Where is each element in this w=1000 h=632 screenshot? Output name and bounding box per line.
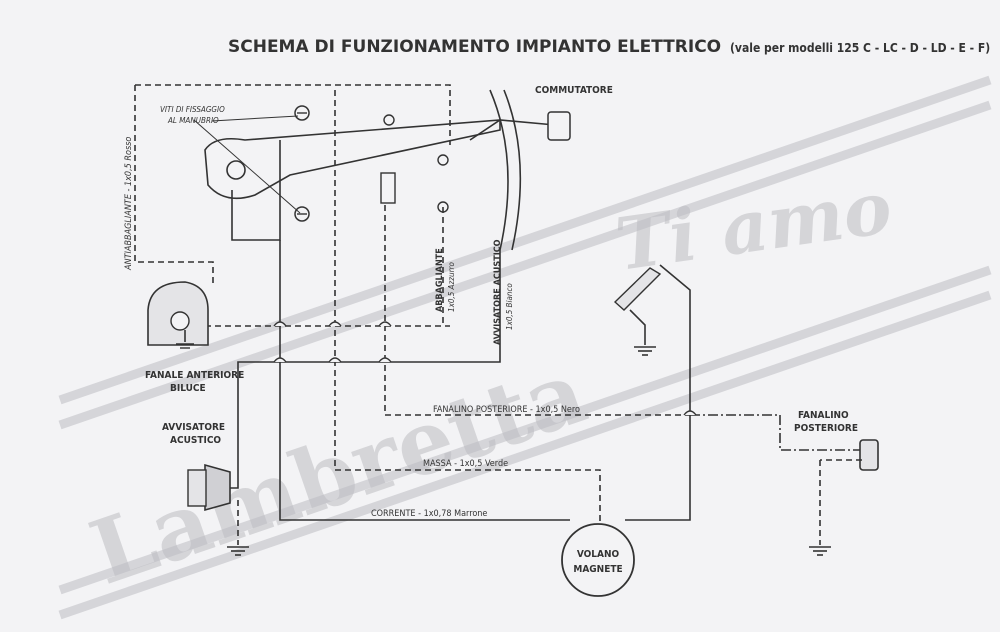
volano-label-2: MAGNETE: [573, 564, 622, 575]
diagram-title: SCHEMA DI FUNZIONAMENTO IMPIANTO ELETTRI…: [228, 37, 721, 57]
fanalino-posteriore: [820, 439, 879, 471]
watermark-stripes: [58, 75, 992, 620]
wire-label-corrente: CORRENTE - 1x0,78 Marrone: [371, 509, 487, 519]
viti-label-2: AL MANUBRIO: [167, 116, 219, 125]
volano-magnete: [561, 523, 635, 597]
fanalino-label-2: POSTERIORE: [794, 423, 858, 434]
fanale-anteriore: [147, 281, 209, 349]
wire-label-avvisatore-spec: 1x0,5 Bianco: [505, 283, 514, 330]
spark-plug: [613, 267, 662, 345]
bulb-icon: [170, 311, 190, 331]
wire-label-massa: MASSA - 1x0,5 Verde: [423, 459, 508, 469]
volano-label-1: VOLANO: [577, 549, 620, 560]
viti-label-1: VITI DI FISSAGGIO: [160, 105, 225, 114]
wire-label-fanalino: FANALINO POSTERIORE - 1x0,5 Nero: [433, 405, 580, 415]
avvisatore-label-1: AVVISATORE: [162, 422, 225, 433]
diagram-subtitle: (vale per modelli 125 C - LC - D - LD - …: [730, 41, 990, 55]
avvisatore-label-2: ACUSTICO: [170, 435, 221, 446]
wiring: ANTIABBAGLIANTE - 1x0,5 Rosso ABBAGLIANT…: [124, 85, 862, 545]
avvisatore-acustico: [187, 400, 239, 512]
commutatore-switch: [135, 84, 571, 251]
wire-label-antiabbagliante: ANTIABBAGLIANTE - 1x0,5 Rosso: [124, 137, 134, 271]
wire-label-abbagliante: ABBAGLIANTE: [435, 248, 445, 312]
watermark-script: Ti amo: [611, 164, 897, 287]
ground-symbols: [227, 346, 831, 556]
commutatore-label: COMMUTATORE: [535, 85, 613, 96]
wire-label-avvisatore: AVVISATORE ACUSTICO: [493, 239, 503, 345]
wire-crossover-jumps: [273, 321, 697, 416]
wire-label-abbagliante-spec: 1x0,5 Azzurro: [447, 261, 456, 312]
fanale-anteriore-label-2: BILUCE: [170, 383, 206, 394]
fanalino-label-1: FANALINO: [798, 410, 849, 421]
fanale-anteriore-label-1: FANALE ANTERIORE: [145, 370, 244, 381]
